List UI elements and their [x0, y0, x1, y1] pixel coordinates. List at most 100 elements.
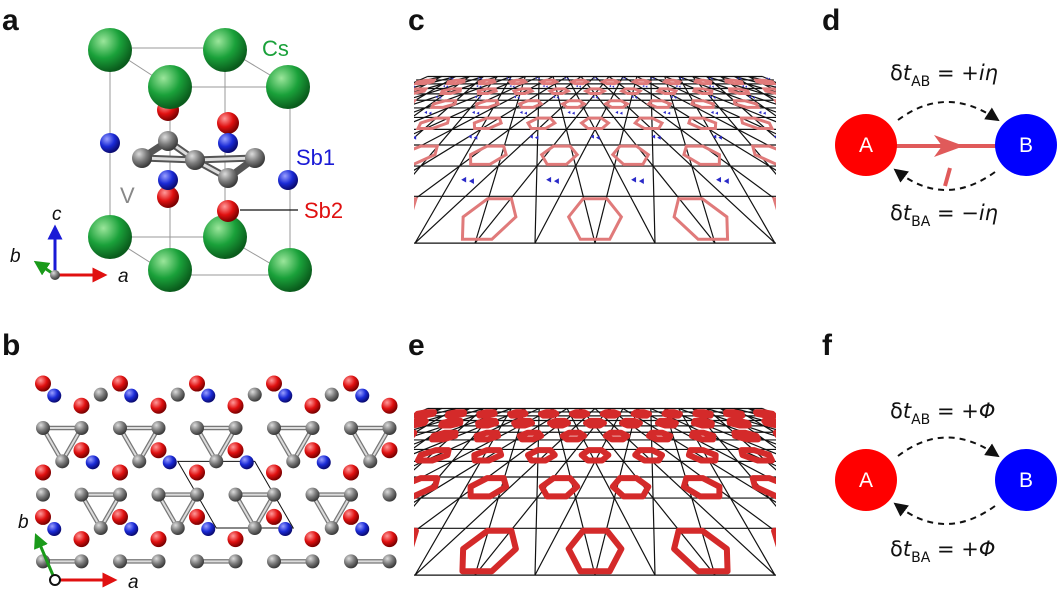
- sb1-atom: [158, 170, 178, 190]
- label-cs: Cs: [262, 36, 289, 61]
- eq-top-f: δtAB = +Φ: [890, 399, 995, 428]
- axes-triad-a: c b a: [10, 204, 129, 287]
- v-atom: [132, 148, 152, 168]
- axis-label-b: b: [10, 246, 21, 267]
- sb2-atom: [217, 112, 239, 134]
- sb2-atom: [189, 508, 205, 525]
- current-tick: [943, 167, 952, 187]
- sb1-atom: [218, 133, 238, 153]
- sb2-atom: [343, 464, 359, 481]
- v-atom: [190, 487, 204, 502]
- hop-arrow-ba: [893, 168, 996, 191]
- v-atom: [228, 421, 243, 435]
- sb1-atom: [278, 170, 298, 190]
- sb2-atom: [304, 442, 321, 459]
- sb2-atom: [227, 397, 244, 414]
- atoms-top-view: [35, 375, 398, 569]
- cs-atom: [266, 65, 310, 109]
- v-atom: [286, 454, 301, 469]
- sb1-atom: [47, 388, 62, 403]
- sb1-atom: [201, 522, 216, 537]
- cs-atom: [268, 248, 312, 292]
- v-atom: [185, 150, 205, 170]
- sb1-atom: [278, 522, 293, 537]
- node-b-f: [995, 449, 1057, 511]
- sb2-atom: [304, 397, 321, 414]
- label-sb1: Sb1: [296, 145, 335, 170]
- v-atom: [190, 421, 204, 435]
- sb2-atom: [343, 508, 359, 525]
- label-v: V: [120, 183, 135, 208]
- hop-arrow-ba-f: [893, 502, 996, 525]
- node-a-label-f: A: [859, 469, 873, 492]
- panel-label-d: d: [822, 4, 840, 37]
- sb2-atom: [73, 397, 90, 414]
- panel-label-c: c: [408, 4, 425, 37]
- v-atom: [151, 554, 166, 569]
- sb2-atom: [150, 531, 167, 548]
- panel-f-real-hopping: δtAB = +Φ A B δtBA = +Φ: [835, 399, 1057, 566]
- v-atom: [305, 421, 320, 435]
- sb2-atom: [150, 397, 167, 414]
- v-atom: [247, 521, 262, 536]
- sb2-atom: [112, 464, 128, 481]
- node-b-d: [995, 114, 1057, 176]
- v-atom: [228, 487, 243, 502]
- v-atom: [74, 421, 89, 435]
- v-atom: [344, 487, 358, 502]
- sb2-atom: [266, 375, 282, 392]
- v-atom: [93, 521, 108, 536]
- axis-label-b-top: b: [18, 512, 29, 533]
- sb2-atom: [73, 531, 90, 548]
- sb2-atom: [381, 442, 398, 459]
- v-atom: [190, 554, 204, 569]
- v-atom: [36, 421, 50, 435]
- axes-triad-b: b a: [18, 512, 139, 591]
- v-atom: [113, 554, 127, 569]
- sb2-atom: [189, 375, 205, 392]
- hop-arrow-ab-f: [897, 436, 1000, 458]
- sb2-atom: [112, 375, 128, 392]
- sb2-atom: [381, 531, 398, 548]
- sb2-atom: [381, 397, 398, 414]
- cs-atom: [148, 248, 192, 292]
- sb2-atom: [35, 508, 51, 525]
- sb1-atom: [355, 522, 370, 537]
- unit-cell-outline: [176, 460, 295, 529]
- v-atom: [93, 387, 108, 402]
- cs-atom: [88, 215, 132, 259]
- v-atom: [74, 554, 89, 569]
- v-atom: [74, 487, 89, 502]
- sb1-atom: [100, 133, 120, 153]
- v-atom: [113, 487, 127, 502]
- panel-a-crystal-structure: Cs Sb1 Sb2 V c b a: [10, 28, 343, 292]
- v-atom: [324, 521, 339, 536]
- node-b-label-f: B: [1019, 469, 1033, 492]
- label-sb2: Sb2: [304, 198, 343, 223]
- v-atom: [170, 387, 185, 402]
- v-atom: [132, 454, 147, 469]
- v-atom: [151, 487, 166, 502]
- sb1-atom: [278, 388, 293, 403]
- v-atom: [113, 421, 127, 435]
- v-atom: [209, 454, 224, 469]
- panel-b-top-view: b a: [18, 375, 398, 591]
- sb2-atom: [73, 442, 90, 459]
- sb1-atom: [124, 388, 139, 403]
- sb1-atom: [316, 455, 331, 470]
- panel-label-a: a: [2, 4, 19, 37]
- panel-d-imaginary-hopping: δtAB = +iη A B δtBA = −iη: [835, 61, 1057, 230]
- panel-label-f: f: [822, 329, 833, 362]
- v-atom: [55, 454, 70, 469]
- panel-c-loop-current-pattern: [414, 75, 776, 244]
- panel-e-bond-order-pattern: [414, 407, 776, 576]
- sb2-atom: [343, 375, 359, 392]
- axis-label-a-top: a: [128, 572, 139, 591]
- cs-atom: [203, 215, 247, 259]
- sb2-atom: [217, 200, 239, 222]
- node-b-label-d: B: [1019, 134, 1033, 157]
- cs-atom: [148, 65, 192, 109]
- v-atom: [305, 487, 320, 502]
- sb2-atom: [227, 442, 244, 459]
- sb2-atom: [189, 464, 205, 481]
